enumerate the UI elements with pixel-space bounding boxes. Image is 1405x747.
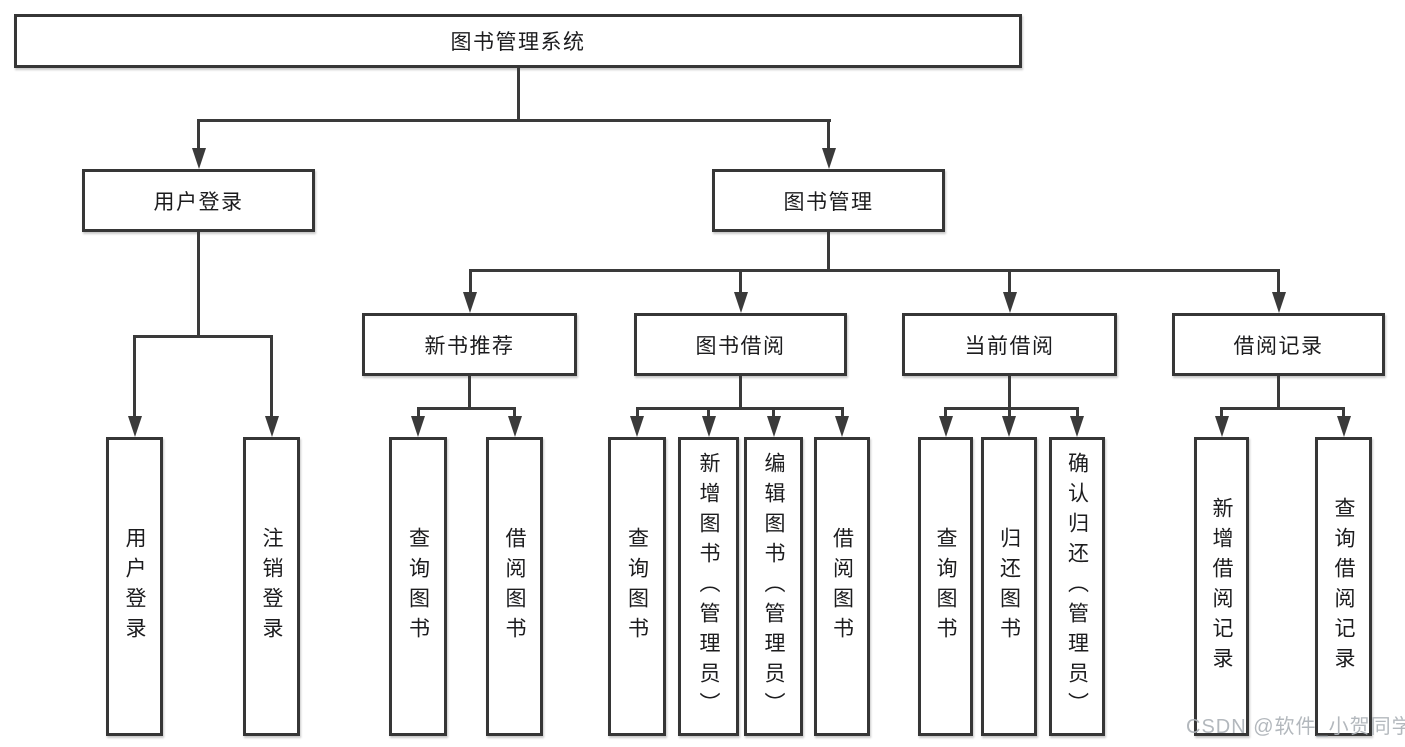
arrowhead-icon <box>463 292 477 313</box>
arrowhead-icon <box>630 416 644 437</box>
arrowhead-icon <box>191 148 206 169</box>
connector-line <box>133 335 273 338</box>
arrowhead-icon <box>411 416 425 437</box>
leaf-confirm-return-admin: 确认归还（管理员） <box>1049 437 1105 736</box>
csdn-watermark: CSDN @软件_小贺同学 <box>1186 716 1405 738</box>
leaf-return-books: 归还图书 <box>981 437 1037 736</box>
arrowhead-icon <box>1070 416 1084 437</box>
connector-line <box>270 335 273 418</box>
leaf-borrow-books: 借阅图书 <box>814 437 870 736</box>
node-label: 当前借阅 <box>964 334 1055 358</box>
node-book-borrowing: 图书借阅 <box>634 313 847 376</box>
connector-line <box>1007 407 1011 419</box>
node-label: 新书推荐 <box>424 334 515 358</box>
arrowhead-icon <box>1002 292 1017 313</box>
arrowhead-icon <box>507 416 522 437</box>
connector-line <box>1220 407 1223 419</box>
node-label: 借阅图书 <box>503 526 526 647</box>
node-label: 借阅图书 <box>830 526 854 647</box>
leaf-add-books-admin: 新增图书（管理员） <box>678 437 739 736</box>
arrowhead-icon <box>1002 416 1016 437</box>
node-current-borrowing: 当前借阅 <box>902 313 1117 376</box>
node-label: 注销登录 <box>260 526 283 647</box>
connector-line <box>739 269 742 294</box>
connector-line <box>707 407 710 419</box>
connector-line <box>197 232 200 336</box>
connector-line <box>1342 407 1345 419</box>
connector-line <box>827 232 830 272</box>
node-label: 查询图书 <box>934 526 957 647</box>
connector-line <box>944 407 1079 410</box>
connector-line <box>1277 376 1280 408</box>
connector-line <box>1277 269 1280 294</box>
connector-line <box>739 376 742 408</box>
node-label: 新增借阅记录 <box>1210 496 1233 677</box>
connector-line <box>635 407 639 419</box>
connector-line <box>516 68 520 120</box>
node-label: 用户登录 <box>123 526 146 647</box>
leaf-logout: 注销登录 <box>243 437 300 736</box>
arrowhead-icon <box>938 416 953 437</box>
connector-line <box>1075 407 1079 419</box>
connector-line <box>635 407 844 410</box>
connector-line <box>133 335 136 418</box>
arrowhead-icon <box>127 416 142 437</box>
connector-line <box>513 407 516 419</box>
connector-line <box>840 407 844 419</box>
node-label: 确认归还（管理员） <box>1065 451 1089 722</box>
node-root-library-system: 图书管理系统 <box>14 14 1022 68</box>
connector-line <box>944 407 947 419</box>
node-label: 查询借阅记录 <box>1332 496 1355 677</box>
node-label: 图书管理 <box>783 190 874 214</box>
connector-line <box>197 119 200 151</box>
node-label: 用户登录 <box>153 190 244 214</box>
arrowhead-icon <box>1336 416 1351 437</box>
connector-line <box>827 119 830 151</box>
connector-line <box>197 119 831 122</box>
arrowhead-icon <box>835 416 849 437</box>
connector-line <box>772 407 775 419</box>
connector-line <box>1220 407 1345 410</box>
arrowhead-icon <box>766 416 781 437</box>
node-book-management: 图书管理 <box>712 169 945 232</box>
node-label: 归还图书 <box>997 526 1021 647</box>
arrowhead-icon <box>264 416 279 437</box>
arrowhead-icon <box>1271 292 1286 313</box>
arrowhead-icon <box>733 292 748 313</box>
node-new-book-recommend: 新书推荐 <box>362 313 577 376</box>
leaf-query-books-current: 查询图书 <box>918 437 973 736</box>
connector-line <box>1008 376 1011 408</box>
leaf-edit-books-admin: 编辑图书（管理员） <box>744 437 803 736</box>
node-label: 编辑图书（管理员） <box>762 451 785 722</box>
arrowhead-icon <box>821 148 836 169</box>
leaf-add-borrow-record: 新增借阅记录 <box>1194 437 1249 736</box>
connector-line <box>468 269 472 294</box>
connector-line <box>416 407 420 419</box>
leaf-borrow-books-recommend: 借阅图书 <box>486 437 543 736</box>
node-label: 借阅记录 <box>1233 334 1324 358</box>
node-borrowing-records: 借阅记录 <box>1172 313 1385 376</box>
arrowhead-icon <box>701 416 716 437</box>
leaf-user-login: 用户登录 <box>106 437 163 736</box>
node-label: 新增图书（管理员） <box>697 451 720 722</box>
leaf-query-books-recommend: 查询图书 <box>389 437 447 736</box>
node-label: 查询图书 <box>406 526 430 647</box>
leaf-query-borrow-record: 查询借阅记录 <box>1315 437 1372 736</box>
node-user-login: 用户登录 <box>82 169 315 232</box>
leaf-query-books-borrowing: 查询图书 <box>608 437 666 736</box>
node-label: 查询图书 <box>625 526 649 647</box>
node-label: 图书借阅 <box>695 334 786 358</box>
node-label: 图书管理系统 <box>450 31 586 54</box>
connector-line <box>468 269 1280 272</box>
arrowhead-icon <box>1214 416 1229 437</box>
connector-line <box>468 376 471 408</box>
connector-line <box>1008 269 1011 294</box>
connector-line <box>416 407 516 410</box>
